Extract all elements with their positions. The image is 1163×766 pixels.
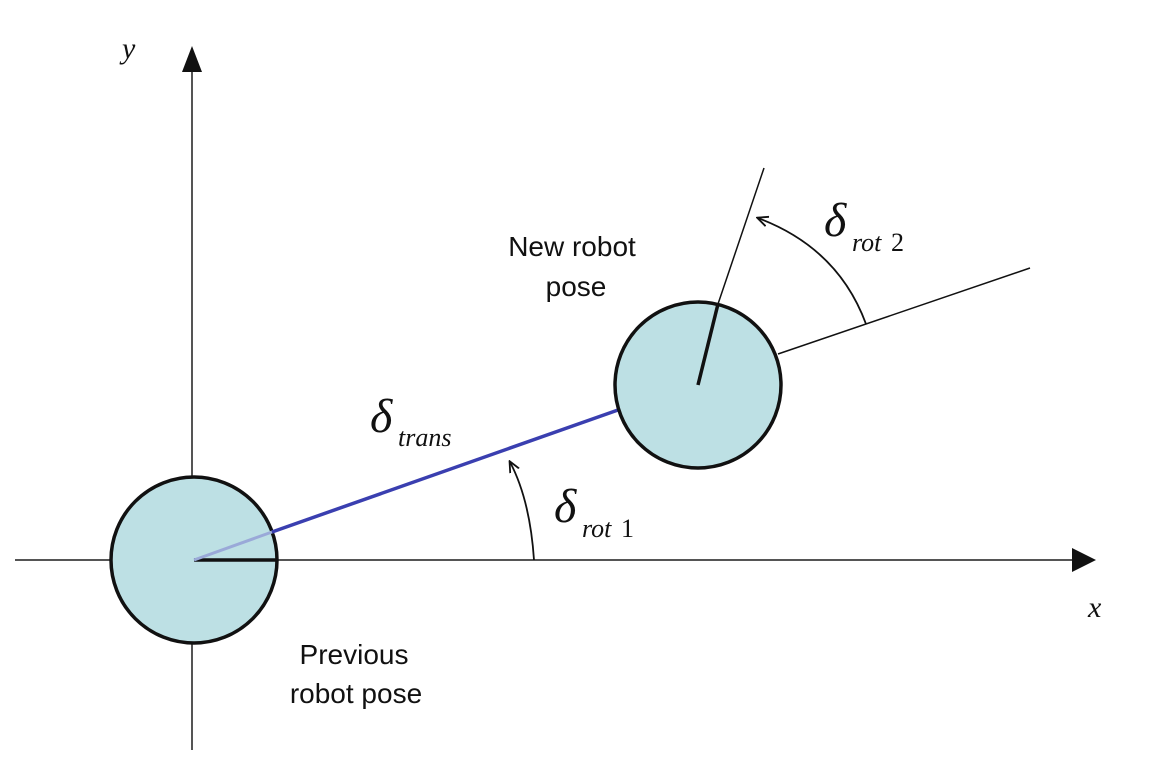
x-axis-arrowhead [1072,548,1096,572]
rot2-arc-arrow [758,218,867,325]
delta-rot1-symbol: δ [554,480,577,533]
heading-extension-line [717,167,765,305]
new-robot-heading [696,303,720,386]
delta-trans-subscript: trans [398,423,451,452]
y-axis-arrowhead [182,46,202,72]
previous-pose-label-line1: Previous [300,639,409,670]
delta-rot2-subscript-number: 2 [891,228,904,257]
new-pose-label-line2: pose [546,271,607,302]
x-axis-label: x [1087,591,1102,624]
delta-trans-symbol: δ [370,390,393,443]
translation-line-inside-robot [193,530,273,562]
delta-rot1-label: δ rot 1 [554,480,634,543]
translation-extension-line [777,267,1031,355]
y-axis-label: y [119,32,136,65]
delta-rot1-subscript: rot [582,514,612,543]
delta-rot1-subscript-number: 1 [621,514,634,543]
previous-pose-label-line2: robot pose [290,678,422,709]
delta-rot2-subscript: rot [852,228,882,257]
delta-rot2-label: δ rot 2 [824,194,904,257]
delta-trans-label: δ trans [370,390,451,452]
rot1-arc-arrow [510,462,535,561]
new-pose-label-line1: New robot [508,231,636,262]
delta-rot2-symbol: δ [824,194,847,247]
translation-line [271,408,619,534]
